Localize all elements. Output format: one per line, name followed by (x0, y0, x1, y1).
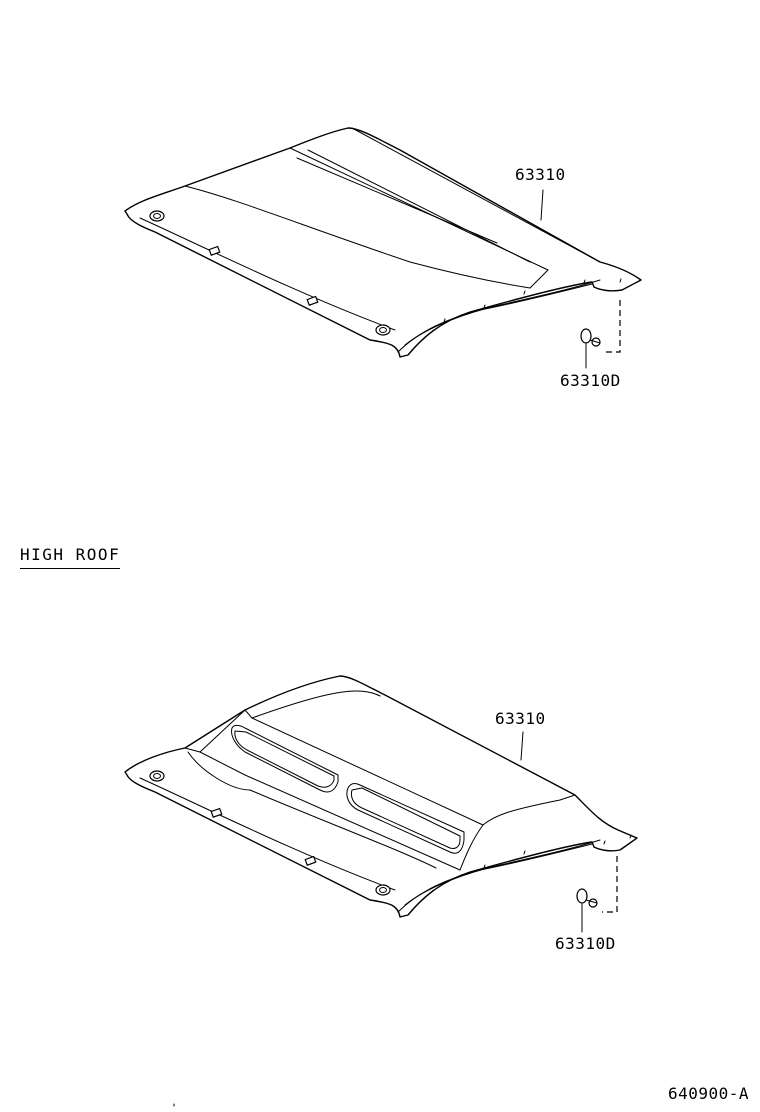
part-number-headliner: 63310 (515, 165, 566, 184)
standard-roof-headliner (124, 127, 642, 358)
leader-line (520, 731, 524, 761)
dashed-guide (606, 300, 621, 353)
high-roof-headliner (124, 675, 638, 918)
clip-icon (580, 328, 601, 347)
clip-icon (576, 888, 598, 908)
leader-line (540, 189, 544, 221)
section-title-high-roof: HIGH ROOF (20, 546, 121, 569)
dashed-guide (602, 856, 618, 913)
part-number-clip: 63310D (560, 371, 621, 390)
part-number-clip: 63310D (555, 934, 616, 953)
part-number-headliner: 63310 (495, 709, 546, 728)
figure-code: 640900-A (668, 1084, 750, 1103)
